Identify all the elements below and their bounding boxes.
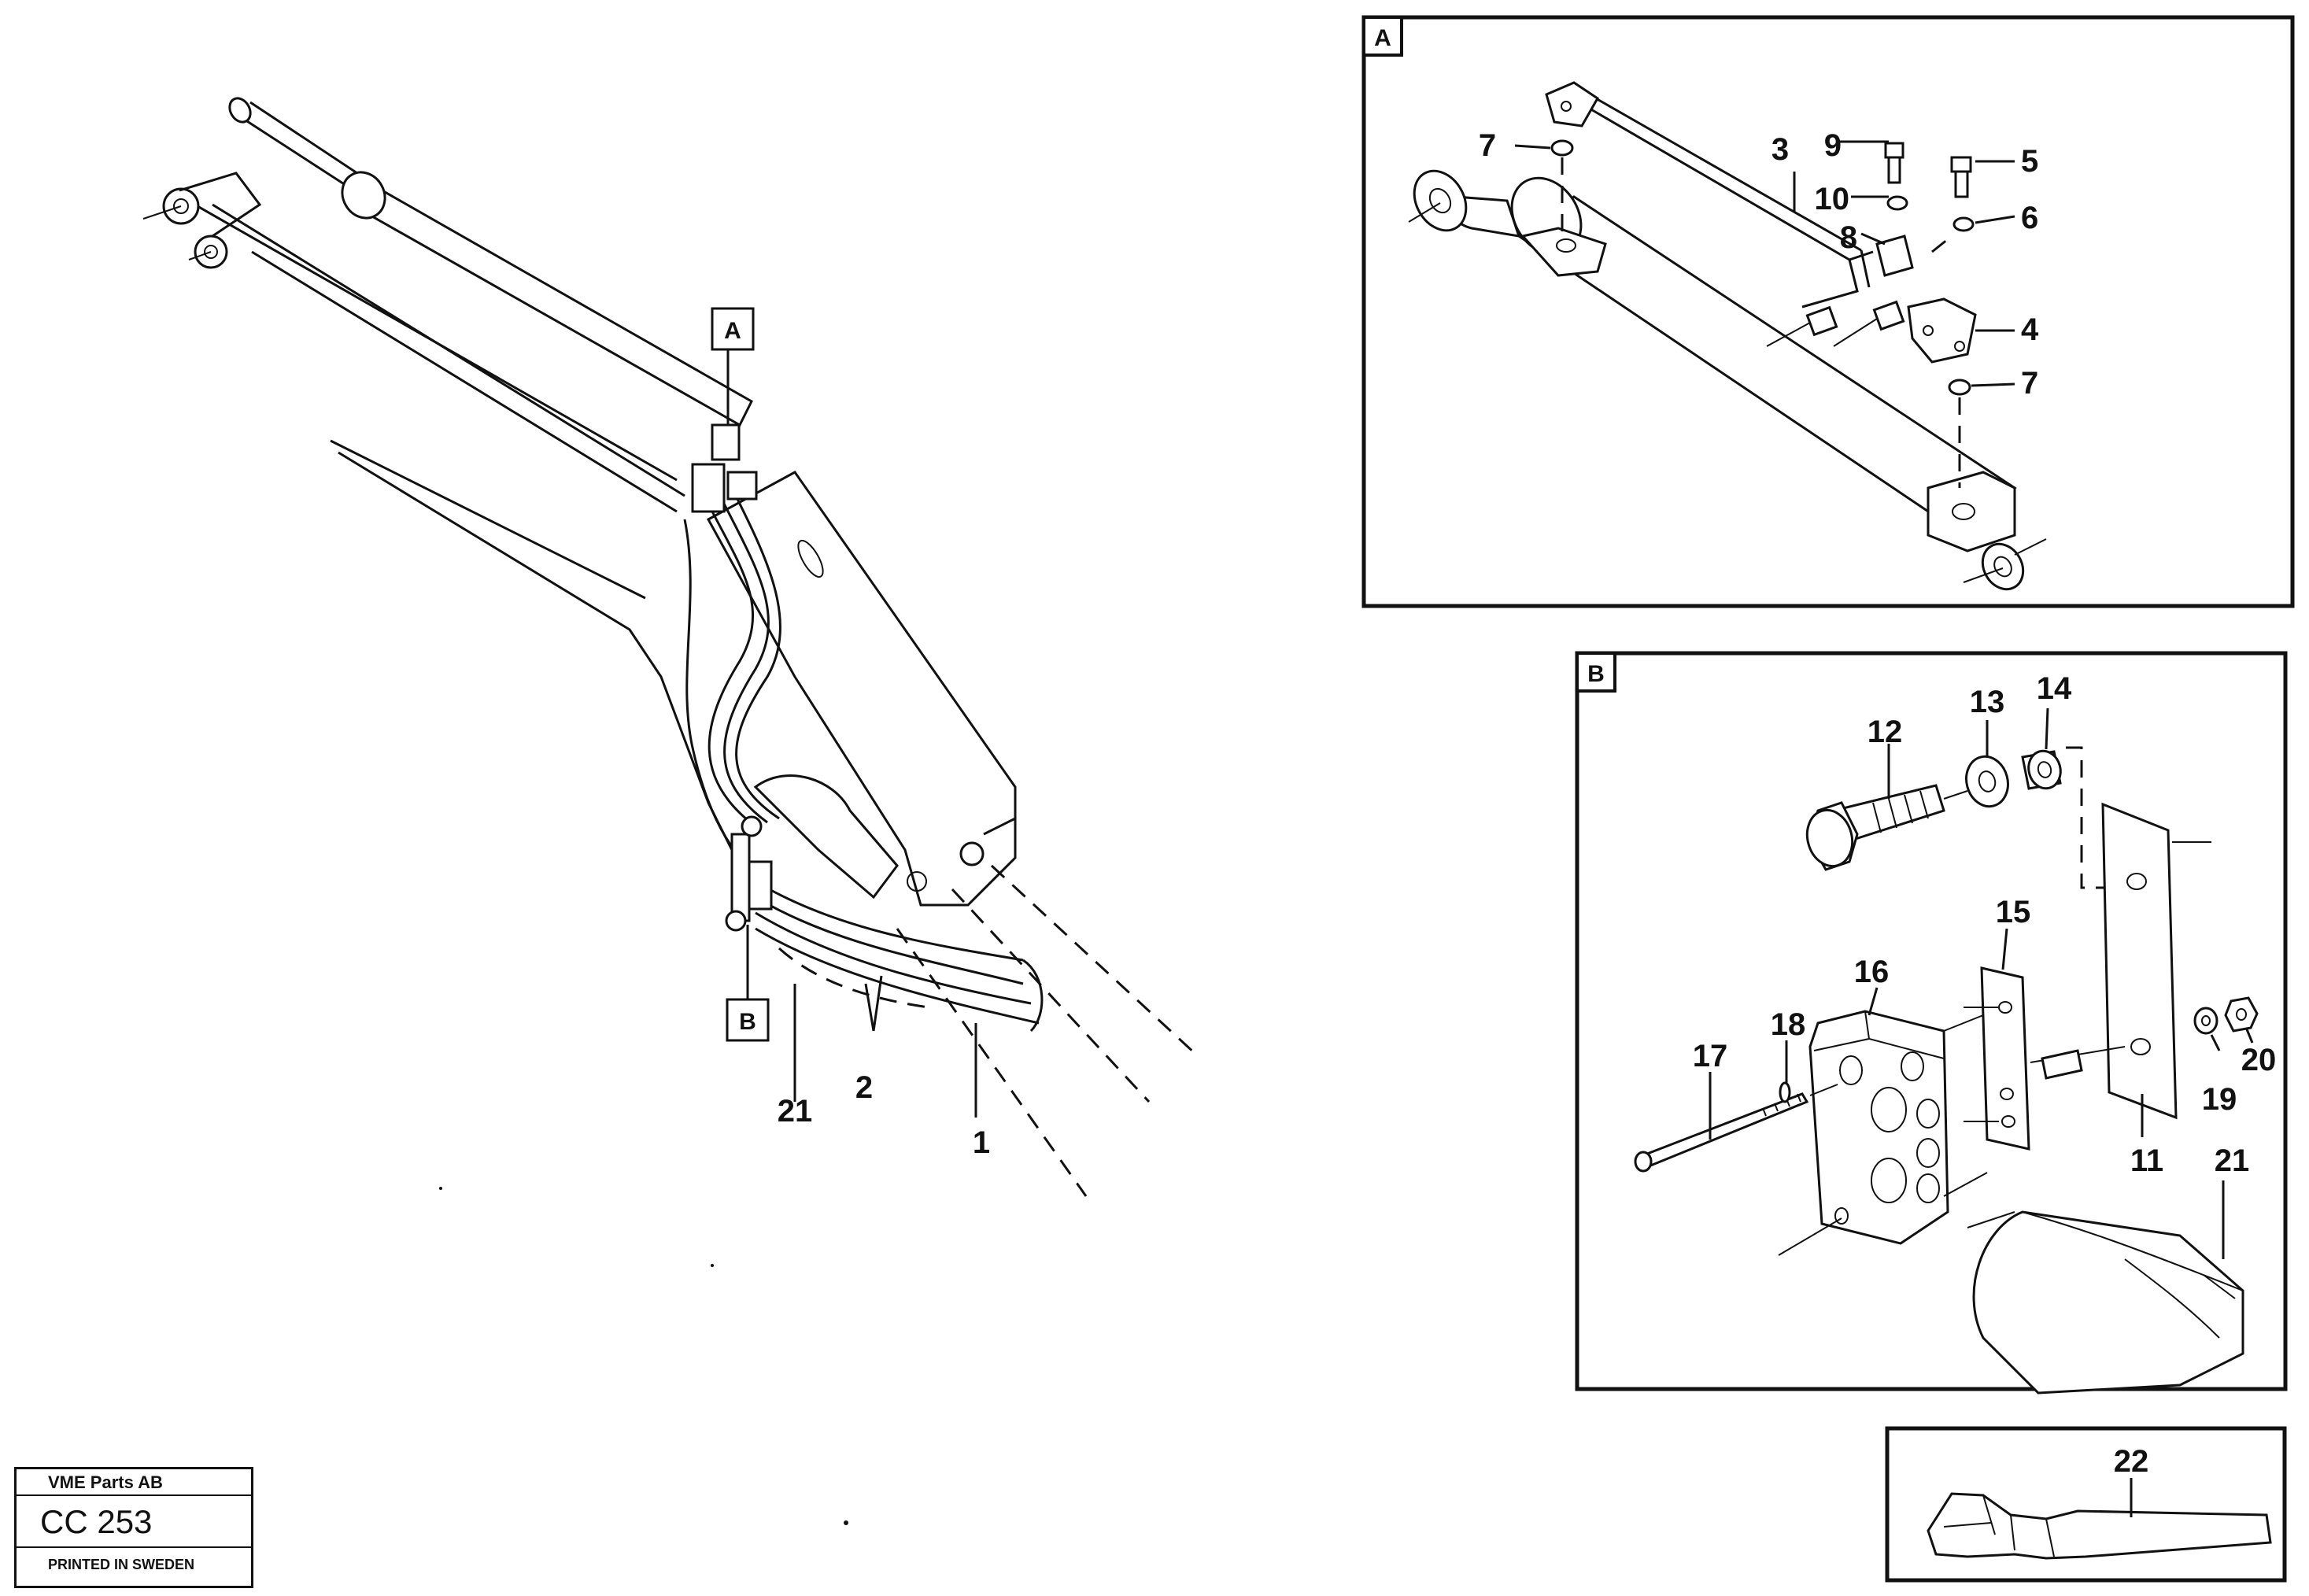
callout-18: 18 — [1771, 1007, 1806, 1042]
callout-19: 19 — [2202, 1082, 2237, 1117]
callout-14: 14 — [2037, 671, 2072, 706]
detail-a-panel: A — [1361, 15, 2295, 608]
stamp-code: CC 253 — [17, 1496, 251, 1548]
callout-8: 8 — [1840, 220, 1857, 255]
callout-4: 4 — [2021, 312, 2039, 347]
callout-21-detail: 21 — [2215, 1143, 2250, 1178]
scan-dots — [439, 1187, 848, 1525]
callout-22: 22 — [2114, 1444, 2149, 1479]
detail-b-tag: B — [1587, 661, 1605, 687]
detail-22-panel: 22 — [1885, 1426, 2287, 1583]
callout-6: 6 — [2021, 201, 2038, 235]
callout-tag-a-main: A — [711, 307, 755, 351]
detail-a-tag: A — [1374, 25, 1391, 51]
svg-text:A: A — [724, 318, 741, 344]
main-assembly-drawing — [142, 97, 1198, 1197]
callout-9: 9 — [1824, 128, 1842, 163]
callout-15: 15 — [1996, 895, 2031, 929]
callout-17: 17 — [1693, 1039, 1728, 1073]
callout-10: 10 — [1815, 182, 1850, 216]
callout-7-top: 7 — [1479, 128, 1496, 163]
callout-2: 2 — [855, 1070, 873, 1105]
callout-12: 12 — [1868, 715, 1903, 749]
callout-16: 16 — [1854, 955, 1890, 989]
stamp-printed: PRINTED IN SWEDEN — [48, 1557, 195, 1572]
svg-text:B: B — [739, 1009, 756, 1035]
callout-11: 11 — [2130, 1143, 2163, 1178]
detail-b-panel: B — [1575, 651, 2288, 1395]
callout-7-bottom: 7 — [2021, 366, 2038, 401]
callout-tag-b-main: B — [726, 998, 770, 1042]
callout-20: 20 — [2241, 1043, 2277, 1077]
callout-3: 3 — [1771, 132, 1789, 167]
callout-13: 13 — [1970, 685, 2005, 719]
title-stamp: VME Parts AB CC 253 PRINTED IN SWEDEN — [14, 1467, 253, 1588]
callout-21-main: 21 — [778, 1094, 813, 1129]
callout-1: 1 — [973, 1125, 990, 1160]
callout-5: 5 — [2021, 144, 2038, 179]
stamp-company: VME Parts AB — [17, 1469, 251, 1496]
